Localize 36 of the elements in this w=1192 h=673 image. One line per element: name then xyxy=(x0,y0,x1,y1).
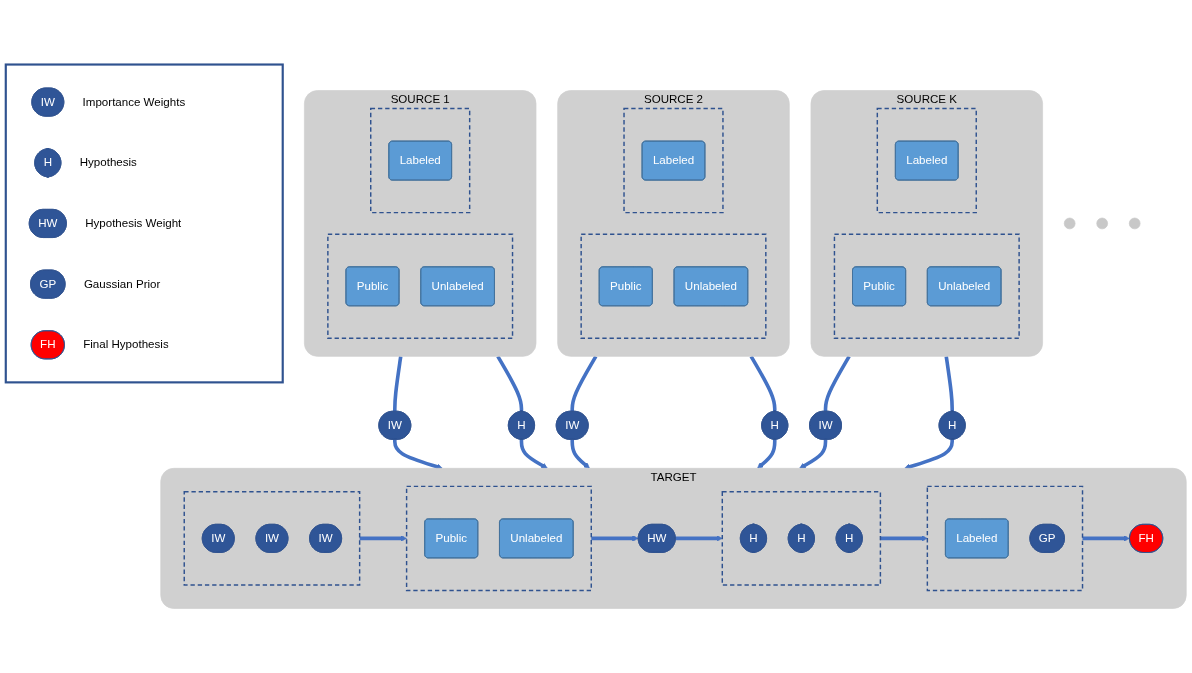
connector xyxy=(393,356,403,412)
connector xyxy=(570,355,598,412)
arrow xyxy=(591,535,639,542)
arrow xyxy=(570,439,590,469)
connector xyxy=(496,355,524,412)
cluster xyxy=(580,233,767,340)
cluster xyxy=(623,107,724,214)
arrow xyxy=(757,439,777,469)
cluster xyxy=(370,107,471,214)
node-label: Importance Weights xyxy=(82,95,186,108)
cluster xyxy=(876,107,977,214)
arrow xyxy=(880,535,928,542)
cluster xyxy=(4,63,284,384)
cluster xyxy=(327,233,514,340)
arrow xyxy=(675,535,723,542)
node-label: Gaussian Prior xyxy=(83,277,161,290)
cluster xyxy=(833,233,1020,340)
arrow xyxy=(799,439,828,469)
node-circle xyxy=(1096,217,1108,230)
arrow xyxy=(904,439,954,470)
node-label: Final Hypothesis xyxy=(83,338,169,351)
connector xyxy=(749,355,777,412)
node-label: Hypothesis Weight xyxy=(85,216,182,230)
connector xyxy=(823,355,851,412)
arrow xyxy=(393,439,443,470)
cluster xyxy=(405,485,592,592)
arrow xyxy=(519,439,548,469)
cluster xyxy=(926,485,1084,592)
cluster xyxy=(183,491,361,586)
node-circle xyxy=(1128,217,1141,230)
arrow xyxy=(1082,535,1130,542)
cluster xyxy=(721,491,882,586)
node-label: Hypothesis xyxy=(79,156,137,169)
arrow xyxy=(359,535,407,542)
connector xyxy=(944,356,954,412)
node-circle xyxy=(1063,217,1076,230)
